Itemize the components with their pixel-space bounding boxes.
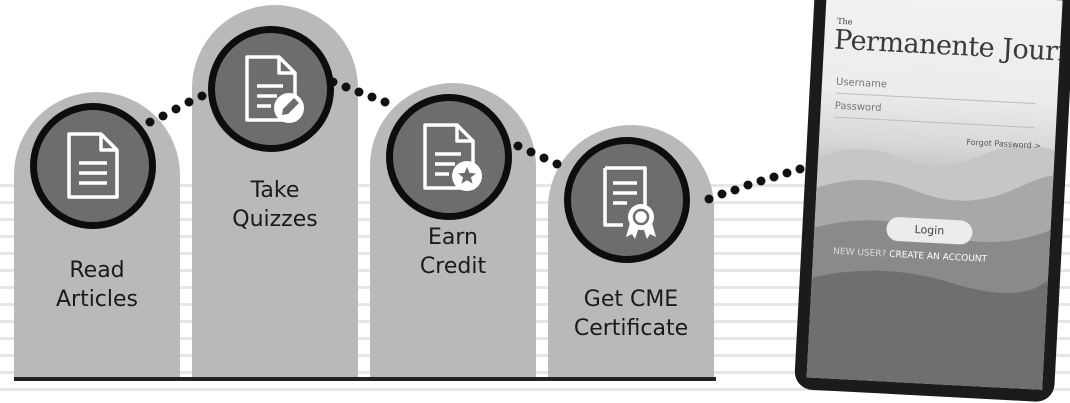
login-button[interactable]: Login	[885, 216, 973, 246]
document-star-icon	[423, 123, 482, 191]
certificate-icon	[603, 166, 656, 239]
password-input[interactable]: Password	[834, 100, 882, 115]
earn-credit-circle	[386, 94, 512, 220]
phone-mockup: The Permanente Journal Username Password…	[793, 0, 1070, 403]
document-icon	[67, 132, 119, 199]
step-label: Get CME Certificate	[573, 287, 689, 341]
get-cme-certificate-circle	[564, 137, 690, 263]
step-label: Take Quizzes	[232, 178, 318, 232]
phone-screen: The Permanente Journal Username Password…	[806, 0, 1063, 390]
brand-title: Permanente Journal	[833, 24, 1063, 70]
username-input[interactable]: Username	[835, 76, 888, 91]
step-label: Earn Credit	[419, 225, 487, 279]
dotted-connectors	[145, 77, 818, 204]
read-articles-circle	[30, 103, 156, 229]
mountain-landscape	[806, 145, 1057, 390]
baseline	[14, 377, 716, 381]
take-quizzes-circle	[208, 26, 334, 152]
document-pencil-icon	[245, 55, 304, 123]
step-label: Read Articles	[55, 258, 139, 312]
